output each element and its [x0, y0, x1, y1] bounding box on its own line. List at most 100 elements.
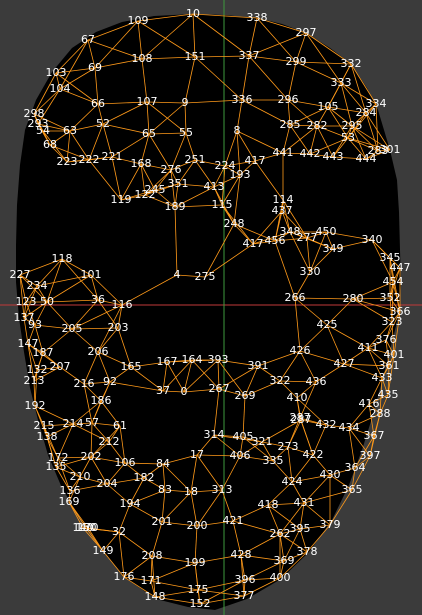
mesh-edge	[192, 13, 258, 19]
mesh-edge	[194, 159, 215, 188]
mesh-edge	[59, 67, 96, 90]
mesh-edge	[291, 474, 331, 483]
mesh-edge	[57, 457, 81, 478]
landmark-label: 57	[85, 416, 99, 429]
mesh-edge	[279, 528, 301, 535]
mesh-edge	[381, 377, 389, 396]
landmark-label: 397	[360, 449, 381, 462]
mesh-edge	[282, 125, 318, 154]
mesh-edge	[90, 274, 123, 306]
mesh-edge	[162, 361, 168, 392]
mesh-edge	[140, 133, 150, 165]
mesh-edge	[97, 351, 132, 368]
mesh-edge	[274, 237, 308, 242]
landmark-label: 69	[88, 61, 102, 74]
landmark-label: 283	[368, 144, 389, 157]
mesh-edge	[232, 520, 242, 556]
mesh-edge	[83, 381, 111, 385]
mesh-edge	[90, 441, 110, 458]
mesh-edge	[326, 324, 369, 349]
mesh-edge	[257, 350, 301, 367]
landmark-label: 201	[152, 515, 173, 528]
mesh-edge	[257, 365, 281, 382]
mesh-edge	[282, 152, 311, 155]
mesh-edge	[213, 434, 241, 457]
landmark-label: 273	[278, 440, 299, 453]
mesh-edge	[348, 427, 371, 457]
mesh-edge	[146, 101, 187, 134]
mesh-edge	[174, 206, 178, 276]
mesh-edge	[124, 462, 145, 479]
mesh-edge	[37, 88, 61, 125]
mesh-edge	[109, 366, 132, 383]
mesh-edge	[256, 17, 297, 63]
mesh-edge	[377, 149, 391, 152]
mesh-edge	[66, 130, 71, 163]
mesh-edge	[71, 327, 119, 330]
mesh-edge	[389, 297, 401, 313]
mesh-edge	[312, 424, 327, 456]
mesh-edge	[279, 533, 308, 553]
mesh-edge	[154, 189, 176, 208]
mesh-edge	[151, 555, 156, 598]
landmark-label: 417	[243, 237, 264, 250]
mesh-edge	[306, 237, 311, 273]
mesh-edge	[150, 580, 199, 591]
mesh-edge	[279, 560, 285, 579]
mesh-edge	[94, 67, 99, 105]
landmark-label: 204	[97, 477, 118, 490]
mesh-edge	[281, 210, 308, 239]
mesh-edge	[289, 231, 334, 250]
mesh-edge	[232, 520, 281, 535]
landmark-label: 411	[358, 341, 379, 354]
mesh-edge	[144, 194, 176, 208]
mesh-edge	[279, 533, 285, 562]
mesh-edge	[236, 99, 243, 132]
mesh-edge	[148, 132, 187, 135]
mesh-edge	[148, 102, 186, 135]
mesh-edge	[351, 467, 356, 491]
landmark-label: 106	[115, 456, 136, 469]
mesh-edge	[140, 163, 146, 196]
mesh-edge	[236, 130, 284, 154]
mesh-edge	[123, 576, 156, 598]
landmark-label: 8	[234, 124, 241, 137]
mesh-edge	[46, 436, 57, 468]
mesh-edge	[23, 317, 36, 326]
mesh-edge	[111, 156, 142, 165]
landmark-label: 119	[111, 193, 132, 206]
mesh-edge	[170, 132, 187, 171]
mesh-edge	[71, 304, 123, 330]
landmark-label: 443	[323, 150, 344, 163]
mesh-edge	[347, 137, 391, 151]
mesh-edge	[46, 436, 59, 459]
mesh-edge	[379, 394, 389, 415]
mesh-edge	[123, 555, 153, 578]
mesh-edge	[196, 434, 215, 456]
landmark-label: 427	[334, 357, 355, 370]
mesh-edge	[224, 130, 238, 167]
mesh-edge	[221, 455, 241, 491]
landmark-label: 297	[296, 26, 317, 39]
mesh-edge	[137, 13, 194, 22]
mesh-edge	[191, 359, 220, 390]
landmark-label: 251	[185, 153, 206, 166]
mesh-edge	[36, 366, 61, 371]
mesh-edge	[90, 456, 126, 464]
landmark-label: 165	[121, 360, 142, 373]
mesh-edge	[36, 258, 63, 287]
landmark-label: 424	[282, 475, 303, 488]
mesh-edge	[287, 99, 291, 126]
mesh-edge	[61, 258, 92, 276]
mesh-edge	[120, 163, 142, 201]
mesh-edge	[369, 413, 381, 457]
mesh-edge	[150, 555, 153, 582]
mesh-edge	[242, 395, 246, 438]
landmark-label: 167	[157, 355, 178, 368]
mesh-edge	[204, 223, 235, 278]
mesh-edge	[196, 454, 241, 457]
mesh-edge	[34, 324, 73, 330]
mesh-edge	[151, 555, 196, 564]
mesh-edge	[34, 405, 48, 438]
mesh-edge	[279, 380, 317, 383]
